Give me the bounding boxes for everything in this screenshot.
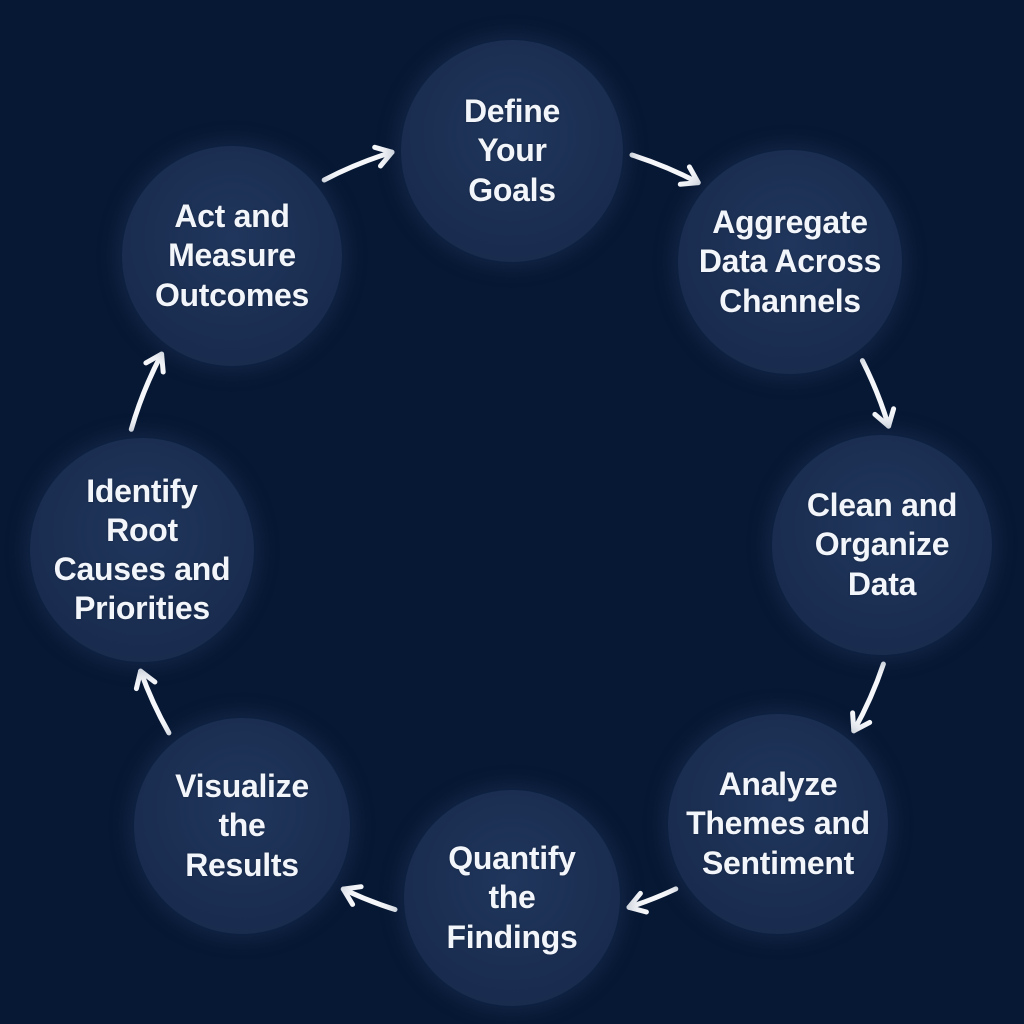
- node-label-line: Organize: [814, 526, 950, 563]
- node-label-line: the: [218, 807, 266, 844]
- arrow-identify-root-causes-and-priorities-to-act-and-measure-outcomes: [128, 351, 165, 432]
- node-label-line: Themes and: [686, 805, 870, 842]
- node-label-line: Act and: [174, 198, 290, 235]
- node-label-line: Outcomes: [154, 276, 310, 313]
- node-label-line: Data: [847, 565, 917, 602]
- arrowhead-visualize-the-results-to-identify-root-causes-and-priorities: [133, 668, 158, 692]
- arrow-quantify-the-findings-to-visualize-the-results: [340, 886, 398, 912]
- node-label-line: the: [488, 879, 536, 916]
- node-label-line: Priorities: [74, 590, 210, 627]
- node-label-line: Data Across: [698, 243, 882, 280]
- arrow-clean-and-organize-data-to-analyze-themes-and-sentiment: [851, 661, 886, 734]
- arrow-analyze-themes-and-sentiment-to-quantify-the-findings: [626, 886, 679, 910]
- node-label-line: Results: [185, 846, 299, 883]
- arrowhead-aggregate-data-across-channels-to-clean-and-organize-data: [872, 406, 897, 429]
- node-label-line: Channels: [719, 282, 861, 319]
- arrowhead-quantify-the-findings-to-visualize-the-results: [340, 884, 364, 907]
- arrowhead-clean-and-organize-data-to-analyze-themes-and-sentiment: [850, 710, 873, 734]
- node-label-line: Goals: [468, 171, 556, 208]
- node-label-line: Sentiment: [701, 844, 854, 881]
- arrow-aggregate-data-across-channels-to-clean-and-organize-data: [859, 358, 892, 429]
- arrow-visualize-the-results-to-identify-root-causes-and-priorities: [138, 668, 172, 736]
- node-label-line: Your: [477, 132, 547, 169]
- node-label-line: Root: [106, 511, 178, 548]
- arrowhead-define-your-goals-to-aggregate-data-across-channels: [677, 164, 701, 187]
- node-label-line: Identify: [86, 472, 198, 509]
- node-label-line: Aggregate: [712, 204, 868, 241]
- arrow-act-and-measure-outcomes-to-define-your-goals: [321, 149, 395, 183]
- node-label-line: Visualize: [175, 768, 309, 805]
- arrow-define-your-goals-to-aggregate-data-across-channels: [629, 152, 701, 186]
- node-label-line: Findings: [446, 918, 578, 955]
- arrowhead-analyze-themes-and-sentiment-to-quantify-the-findings: [626, 890, 649, 915]
- node-label-line: Causes and: [53, 551, 231, 587]
- node-label-line: Define: [464, 93, 560, 130]
- node-label-line: Quantify: [448, 840, 576, 877]
- arrowhead-act-and-measure-outcomes-to-define-your-goals: [372, 144, 395, 169]
- node-label-line: Analyze: [718, 766, 838, 803]
- node-label-line: Measure: [168, 237, 296, 274]
- node-label-line: Clean and: [806, 487, 958, 524]
- arrowhead-identify-root-causes-and-priorities-to-act-and-measure-outcomes: [143, 351, 166, 375]
